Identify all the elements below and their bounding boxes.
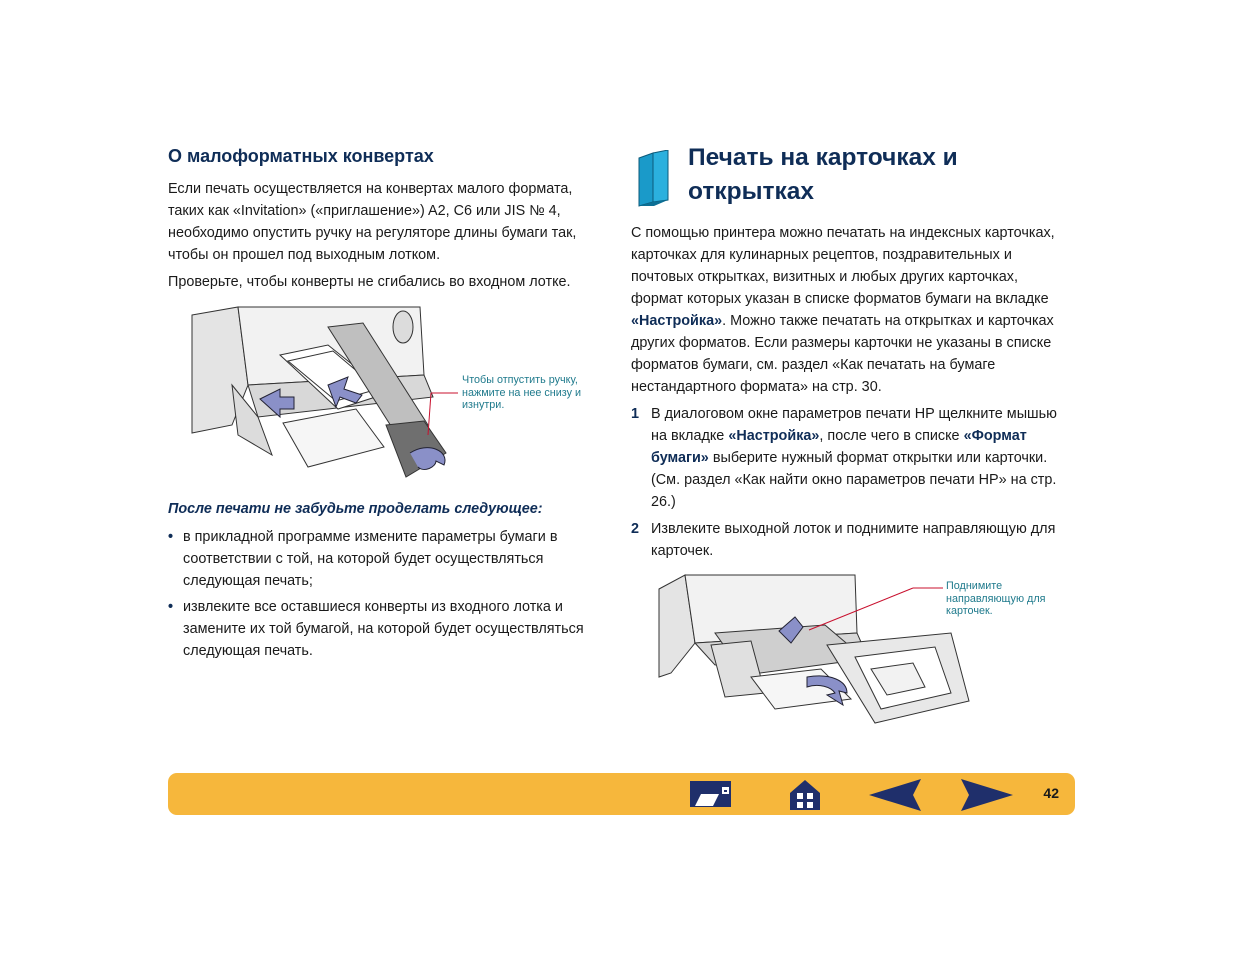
envelope-tray-illustration [188,305,460,485]
home-grid-icon[interactable] [787,778,823,812]
step-number: 1 [631,406,640,422]
after-print-list: •в прикладной программе измените парамет… [168,526,608,666]
printer-envelope-drawing [191,306,460,478]
bullet: • [168,599,174,615]
list-item: •в прикладной программе измените парамет… [168,526,608,592]
after-print-heading: После печати не забудьте проделать следу… [168,501,543,517]
cards-intro-paragraph: С помощью принтера можно печатать на инд… [631,225,1055,395]
left-figure-callout: Чтобы отпустить ручку, нажмите на нее сн… [462,374,582,411]
section-heading-small-envelopes: О малоформатных конвертах [168,146,434,166]
envelope-check-paragraph: Проверьте, чтобы конверты не сгибались в… [168,274,571,290]
step-number: 2 [631,521,640,537]
book-icon [636,149,672,210]
printer-card-icon[interactable] [689,780,734,810]
arrow-left-icon[interactable] [867,779,923,811]
card-guide-illustration [655,573,975,735]
section-heading-cards: Печать на карточках и открытках [688,144,958,205]
bullet: • [168,529,174,545]
arrow-right-icon[interactable] [959,779,1015,811]
settings-tab-reference: «Настройка» [631,313,723,329]
right-figure-callout: Поднимите направляющую для карточек. [946,580,1046,617]
page-number: 42 [1043,785,1059,801]
envelope-paragraph: Если печать осуществляется на конвертах … [168,181,577,263]
printer-card-guide-drawing [658,574,970,724]
bottom-nav-bar: 42 [168,773,1075,815]
left-body: Если печать осуществляется на конвертах … [168,178,608,293]
list-item: •извлеките все оставшиеся конверты из вх… [168,596,608,662]
